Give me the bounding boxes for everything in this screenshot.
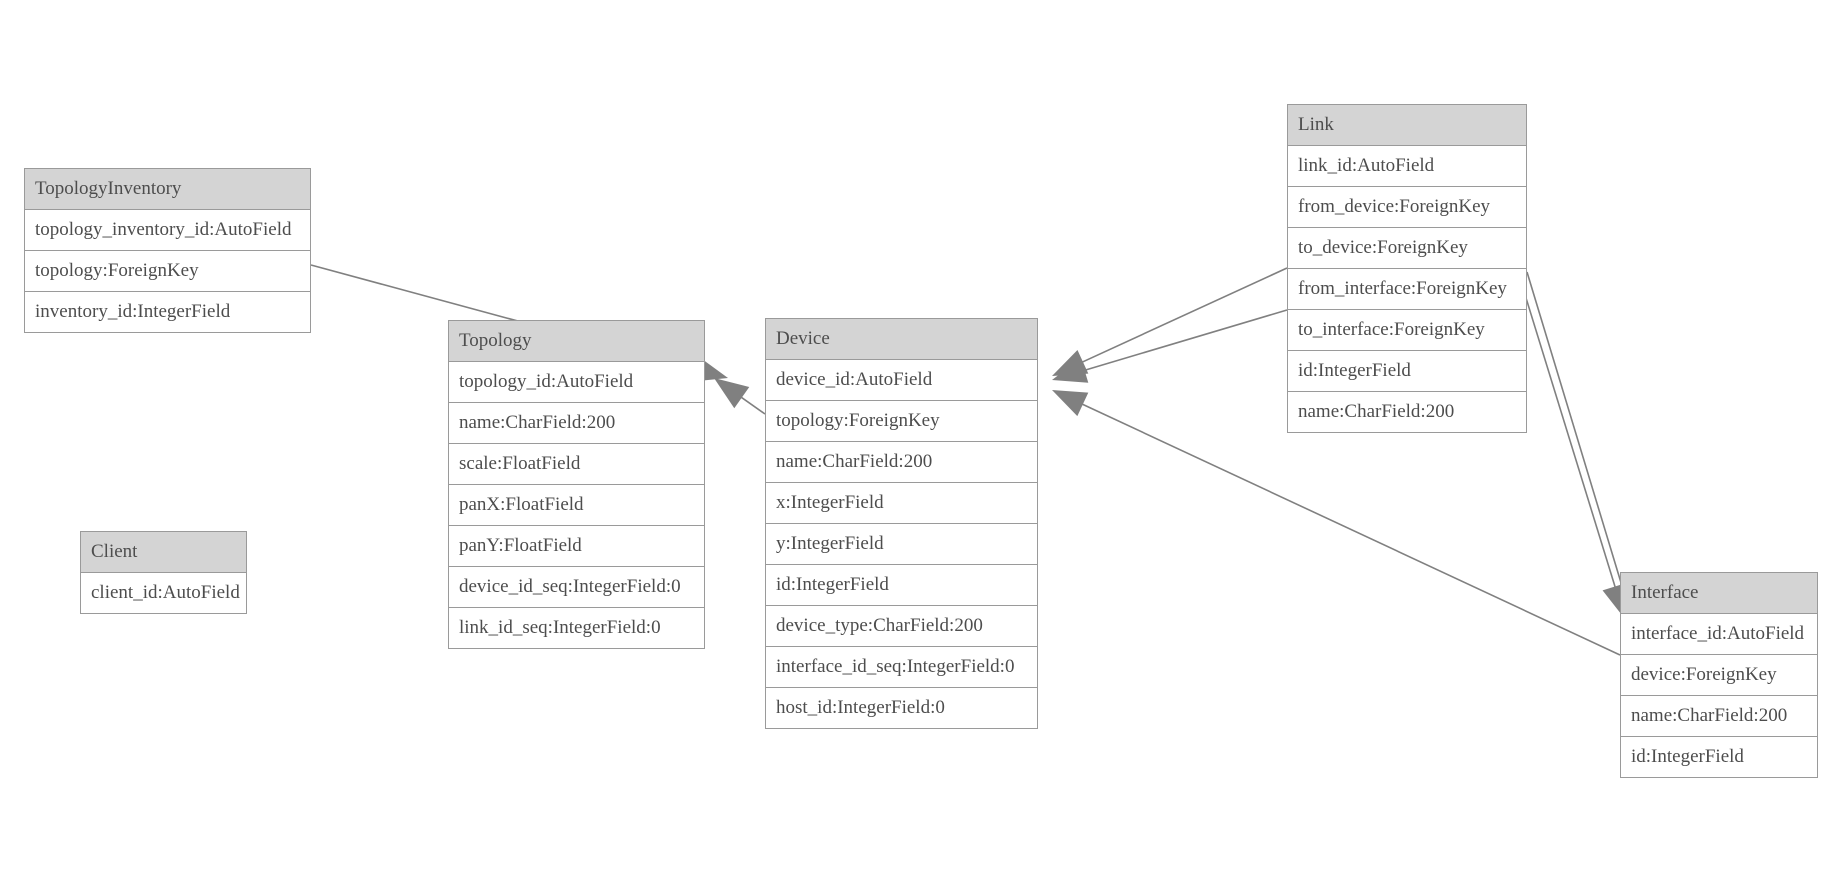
- entity-field-row: scale:FloatField: [449, 444, 704, 485]
- relationship-device-topology: [714, 378, 766, 415]
- entity-field-row: topology:ForeignKey: [25, 251, 310, 292]
- entity-field-row: topology:ForeignKey: [766, 401, 1037, 442]
- entity-title-topology_inventory: TopologyInventory: [25, 169, 310, 210]
- relationship-arrowhead: [714, 378, 750, 409]
- relationship-line: [737, 394, 766, 415]
- entity-field-row: inventory_id:IntegerField: [35, 301, 231, 322]
- entity-title-link: Link: [1288, 105, 1526, 146]
- relationship-link-to-device: [1052, 309, 1288, 383]
- entity-field-row: panY:FloatField: [449, 526, 704, 567]
- entity-fields-client: client_id:AutoField: [81, 573, 246, 614]
- entity-field-row: name:CharField:200: [766, 442, 1037, 483]
- entity-box-client[interactable]: Client client_id:AutoField: [80, 531, 247, 614]
- entity-field-row: device_id:AutoField: [766, 360, 1037, 401]
- entity-field-row: device_id_seq:IntegerField:0: [449, 567, 704, 608]
- relationship-line: [1526, 271, 1625, 592]
- entity-field-row: interface_id_seq:IntegerField:0: [766, 647, 1037, 688]
- entity-field-row: id:IntegerField: [1288, 351, 1526, 392]
- relationship-line: [1079, 309, 1288, 373]
- entity-title-client: Client: [81, 532, 246, 573]
- entity-field-row: y:IntegerField: [766, 524, 1037, 565]
- entity-field-row: name:CharField:200: [449, 403, 704, 444]
- entity-field-row: id:IntegerField: [1631, 746, 1744, 767]
- relationship-arrowhead: [1052, 390, 1089, 417]
- relationship-link-to-interface: [1517, 271, 1628, 619]
- entity-field-row: panX:FloatField: [449, 485, 704, 526]
- entity-title-device: Device: [766, 319, 1037, 360]
- relationship-link-from-interface: [1526, 271, 1635, 619]
- entity-field-row: to_device:ForeignKey: [1288, 228, 1526, 269]
- entity-field-row: link_id:AutoField: [1288, 146, 1526, 187]
- relationship-line: [1077, 267, 1288, 365]
- entity-field-row: name:CharField:200: [1621, 696, 1817, 737]
- entity-field-row: host_id:IntegerField:0: [776, 697, 945, 718]
- entity-field-row: to_interface:ForeignKey: [1288, 310, 1526, 351]
- entity-field-row: device:ForeignKey: [1621, 655, 1817, 696]
- entity-field-row: topology_id:AutoField: [449, 362, 704, 403]
- entity-field-row: id:IntegerField: [766, 565, 1037, 606]
- entity-field-row: link_id_seq:IntegerField:0: [459, 617, 661, 638]
- entity-field-row: interface_id:AutoField: [1621, 614, 1817, 655]
- relationship-line: [1077, 401, 1621, 656]
- relationship-arrowhead: [1052, 357, 1089, 383]
- entity-field-row: client_id:AutoField: [91, 582, 240, 603]
- entity-field-row: x:IntegerField: [766, 483, 1037, 524]
- entity-field-row: name:CharField:200: [1298, 401, 1455, 422]
- entity-field-row: topology_inventory_id:AutoField: [25, 210, 310, 251]
- entity-title-topology: Topology: [449, 321, 704, 362]
- entity-field-row: from_interface:ForeignKey: [1288, 269, 1526, 310]
- relationship-arrowhead: [1052, 349, 1089, 376]
- relationship-link-from-device: [1052, 267, 1288, 376]
- entity-field-row: from_device:ForeignKey: [1288, 187, 1526, 228]
- entity-title-interface: Interface: [1621, 573, 1817, 614]
- relationship-line: [1517, 271, 1618, 592]
- entity-field-row: device_type:CharField:200: [766, 606, 1037, 647]
